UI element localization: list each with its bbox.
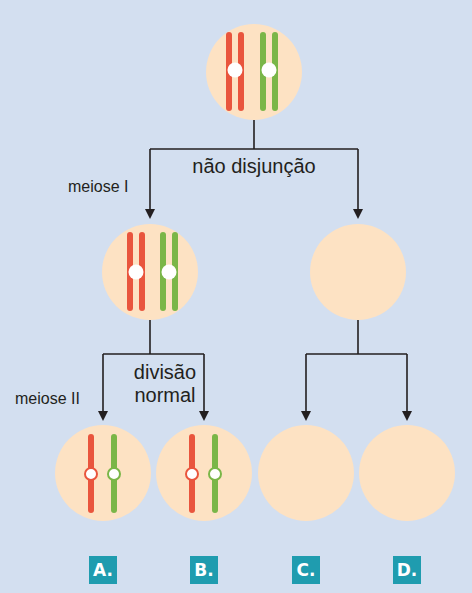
centromere xyxy=(162,265,177,280)
centromere xyxy=(129,265,144,280)
division-arrows xyxy=(103,120,407,419)
cell xyxy=(310,224,406,320)
cell xyxy=(359,425,455,521)
centromeres xyxy=(85,468,221,480)
letter-tag: B. xyxy=(190,556,218,584)
tag-letter: C. xyxy=(297,560,316,580)
chromatids xyxy=(91,437,215,510)
letter-tag: A. xyxy=(89,556,117,584)
centromere xyxy=(262,63,277,78)
cell xyxy=(156,425,252,521)
letter-tag: C. xyxy=(292,556,320,584)
cell xyxy=(55,425,151,521)
tag-letter: A. xyxy=(93,560,113,580)
stage-label: meiose I xyxy=(68,177,158,196)
cell xyxy=(102,224,198,320)
stage-label: meiose II xyxy=(15,389,105,408)
stage-label: divisão normal xyxy=(117,361,213,407)
tag-letter: B. xyxy=(194,560,213,580)
letter-tag: D. xyxy=(393,556,421,584)
cell xyxy=(258,425,354,521)
centromere xyxy=(228,63,243,78)
cells xyxy=(55,24,455,521)
tag-letter: D. xyxy=(397,560,418,580)
cell xyxy=(206,24,302,120)
stage-label: não disjunção xyxy=(154,155,354,178)
